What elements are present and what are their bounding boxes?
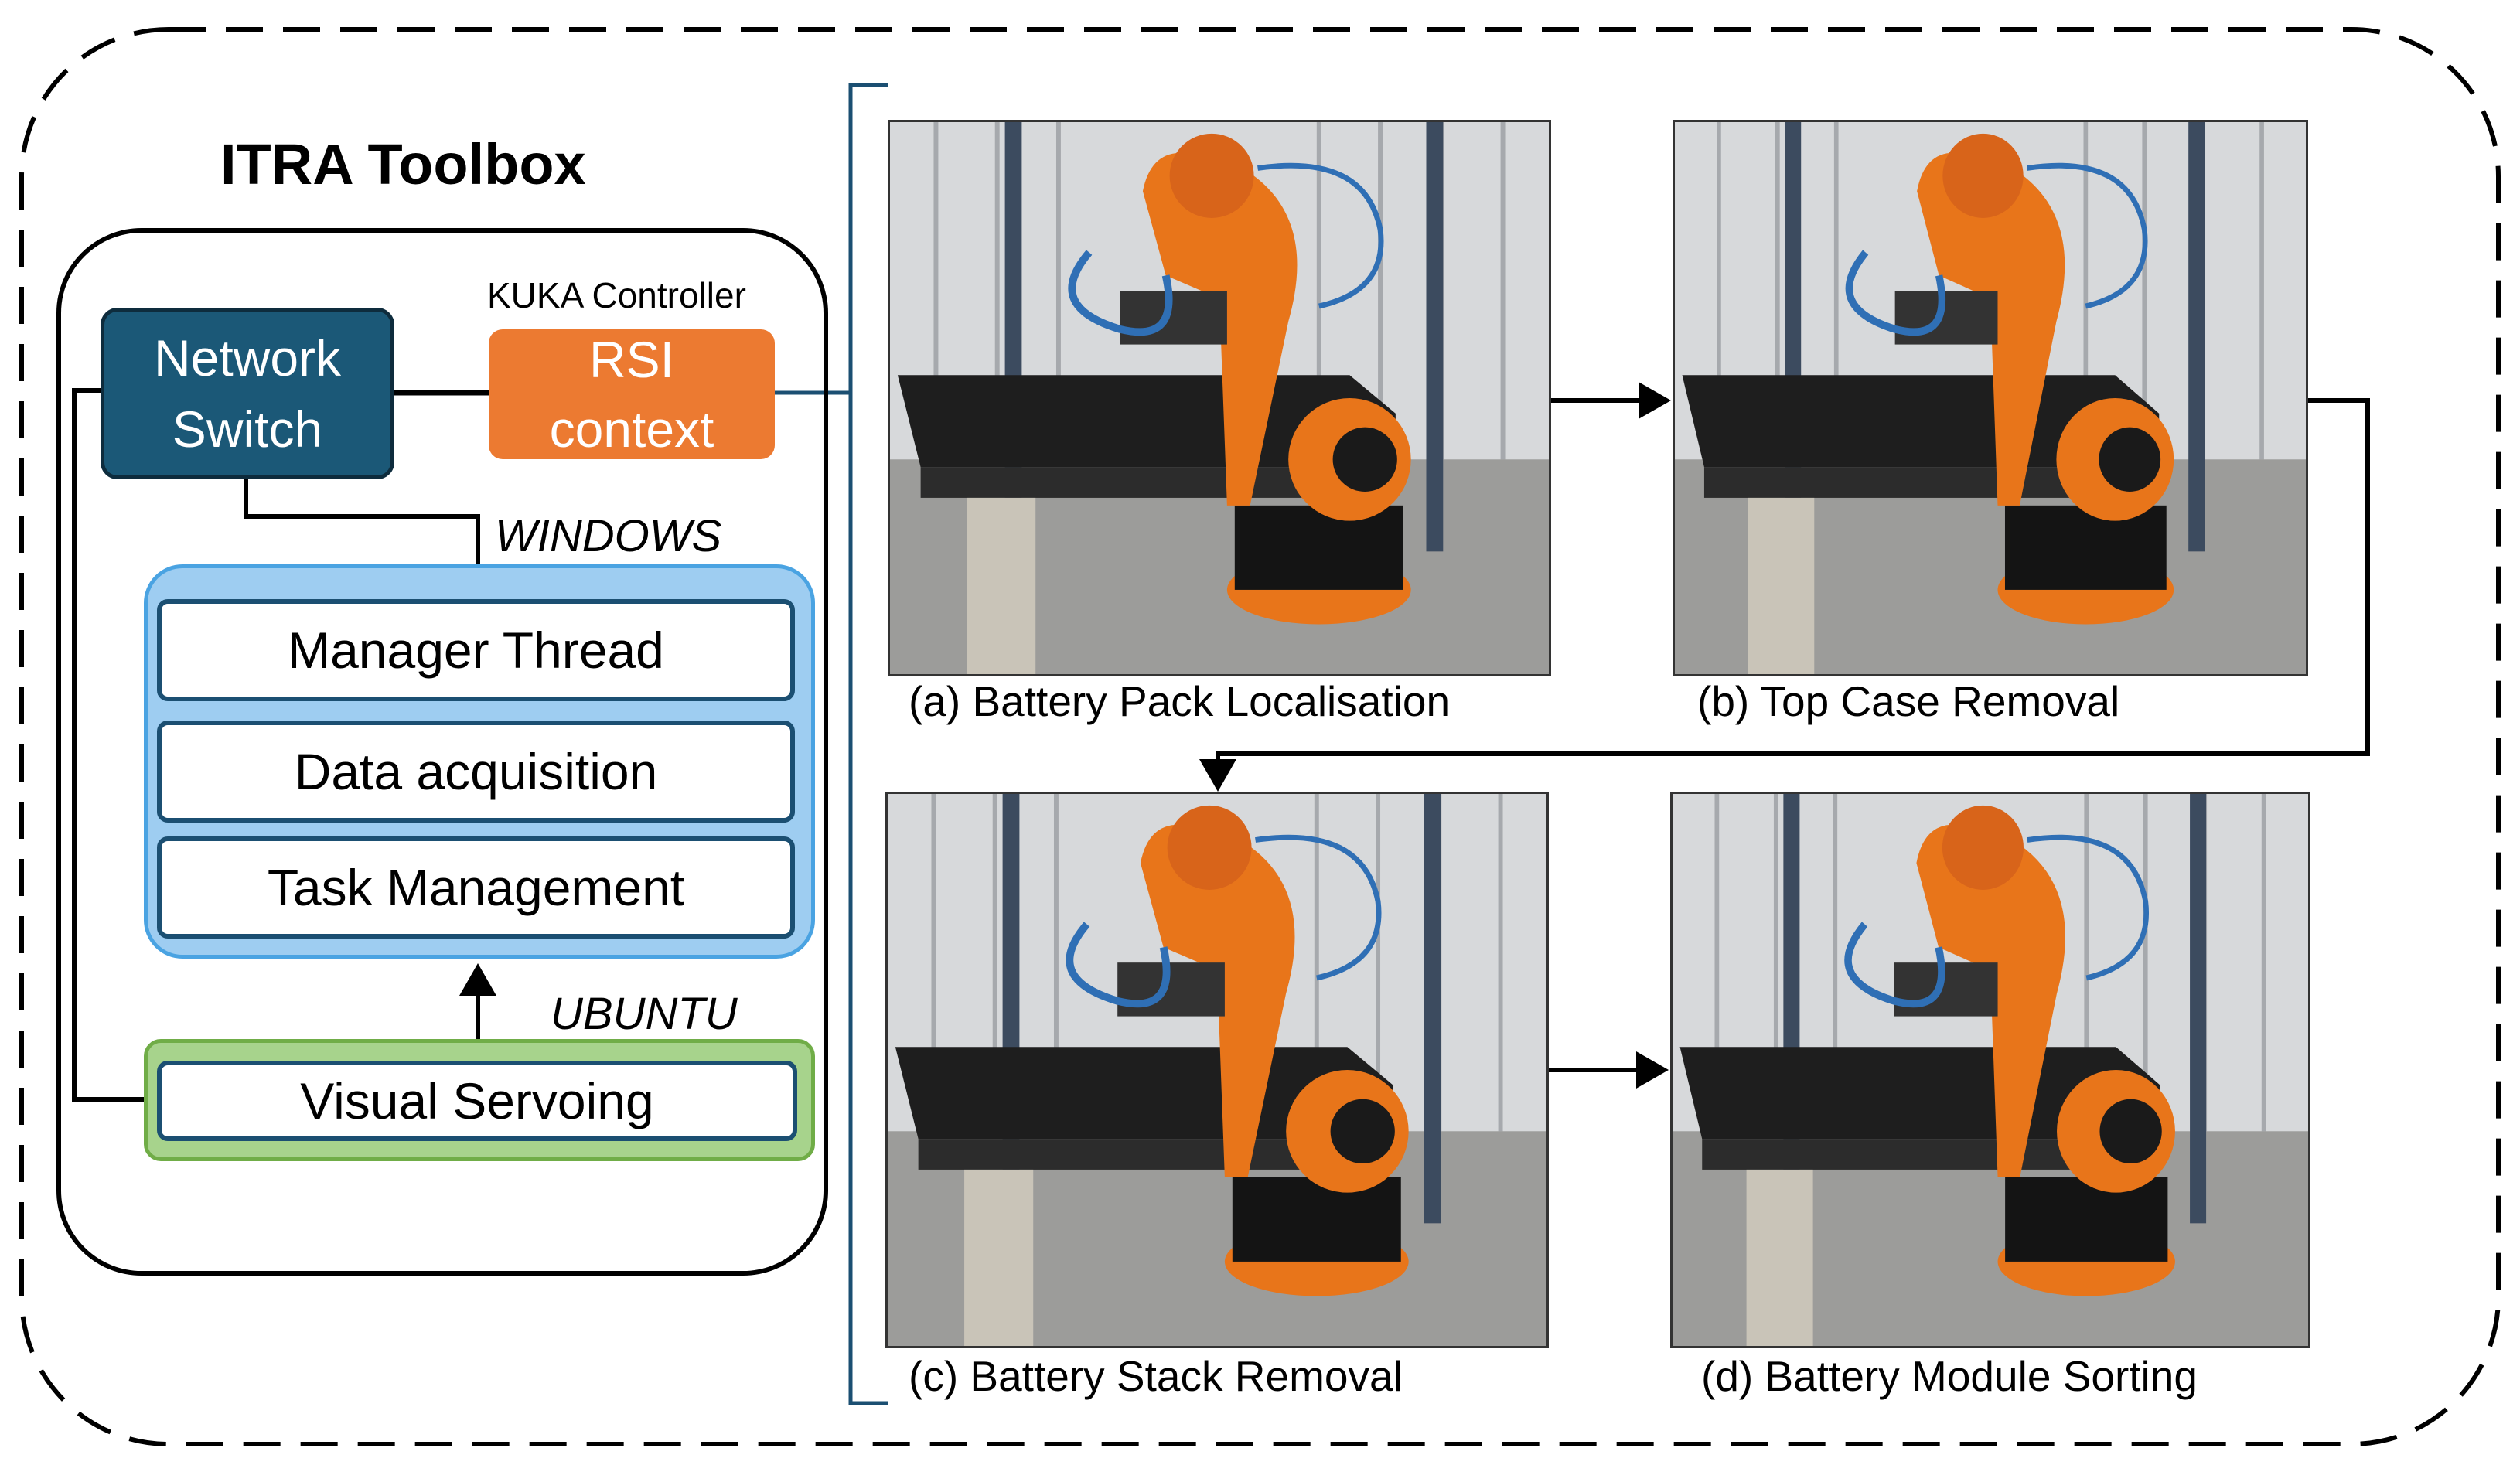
rsi-line-2: context xyxy=(549,400,714,458)
stages-bracket xyxy=(848,83,888,1405)
photo-battery-module-sorting xyxy=(1670,792,2310,1348)
photo-battery-pack-localisation xyxy=(888,120,1551,676)
diagram-title: ITRA Toolbox xyxy=(220,132,586,196)
photo-battery-stack-removal xyxy=(885,792,1549,1348)
arrow-b-to-c xyxy=(1199,398,2370,792)
data-acquisition-module: Data acquisition xyxy=(157,721,795,823)
network-switch-node: Network Switch xyxy=(101,308,394,479)
windows-label: WINDOWS xyxy=(495,511,722,561)
caption-a: (a) Battery Pack Localisation xyxy=(909,677,1451,725)
switch-to-windows-link xyxy=(244,479,480,564)
task-management-module: Task Management xyxy=(157,836,795,939)
kuka-controller-label: KUKA Controller xyxy=(487,275,746,315)
robot-scene-image xyxy=(888,794,1546,1346)
rsi-line-1: RSI xyxy=(588,331,675,388)
outer-dashed-frame xyxy=(19,27,2501,1446)
visual-servoing-module: Visual Servoing xyxy=(157,1061,797,1141)
caption-c: (c) Battery Stack Removal xyxy=(909,1352,1403,1400)
caption-d: (d) Battery Module Sorting xyxy=(1701,1352,2198,1400)
ubuntu-label: UBUNTU xyxy=(551,989,738,1039)
toolbox-container xyxy=(56,228,828,1276)
network-switch-line-1: Network xyxy=(153,329,342,387)
caption-b: (b) Top Case Removal xyxy=(1697,677,2120,725)
photo-top-case-removal xyxy=(1673,120,2308,676)
rsi-context-node: RSI context xyxy=(489,329,775,459)
robot-scene-image xyxy=(1675,122,2306,674)
switch-to-ubuntu-link xyxy=(72,388,144,1102)
manager-thread-module: Manager Thread xyxy=(157,599,795,701)
network-switch-line-2: Switch xyxy=(172,400,323,458)
robot-scene-image xyxy=(1673,794,2308,1346)
robot-scene-image xyxy=(890,122,1549,674)
